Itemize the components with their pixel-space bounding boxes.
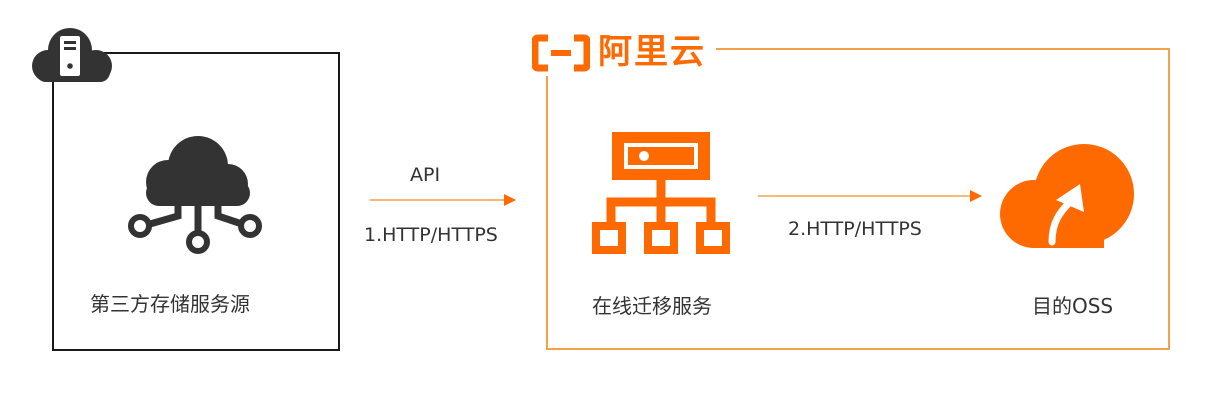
aliyun-container	[546, 48, 1170, 350]
source-container	[52, 52, 340, 351]
cloud-server-icon	[24, 22, 120, 92]
cloud-network-icon	[122, 126, 268, 260]
arrow2	[758, 188, 984, 204]
source-label: 第三方存储服务源	[90, 292, 250, 316]
aliyun-logo: 阿里云	[526, 30, 716, 76]
arrow1	[370, 192, 518, 208]
aliyun-brand-text: 阿里云	[598, 32, 706, 72]
arrow1-top-label: API	[410, 164, 441, 186]
arrow2-label: 2.HTTP/HTTPS	[788, 218, 922, 240]
migration-service-icon	[592, 132, 730, 256]
migration-label: 在线迁移服务	[592, 294, 712, 318]
arrow1-bottom-label: 1.HTTP/HTTPS	[364, 224, 498, 246]
target-label: 目的OSS	[1032, 294, 1114, 318]
aliyun-bracket-icon	[532, 34, 590, 72]
oss-icon	[998, 140, 1140, 262]
